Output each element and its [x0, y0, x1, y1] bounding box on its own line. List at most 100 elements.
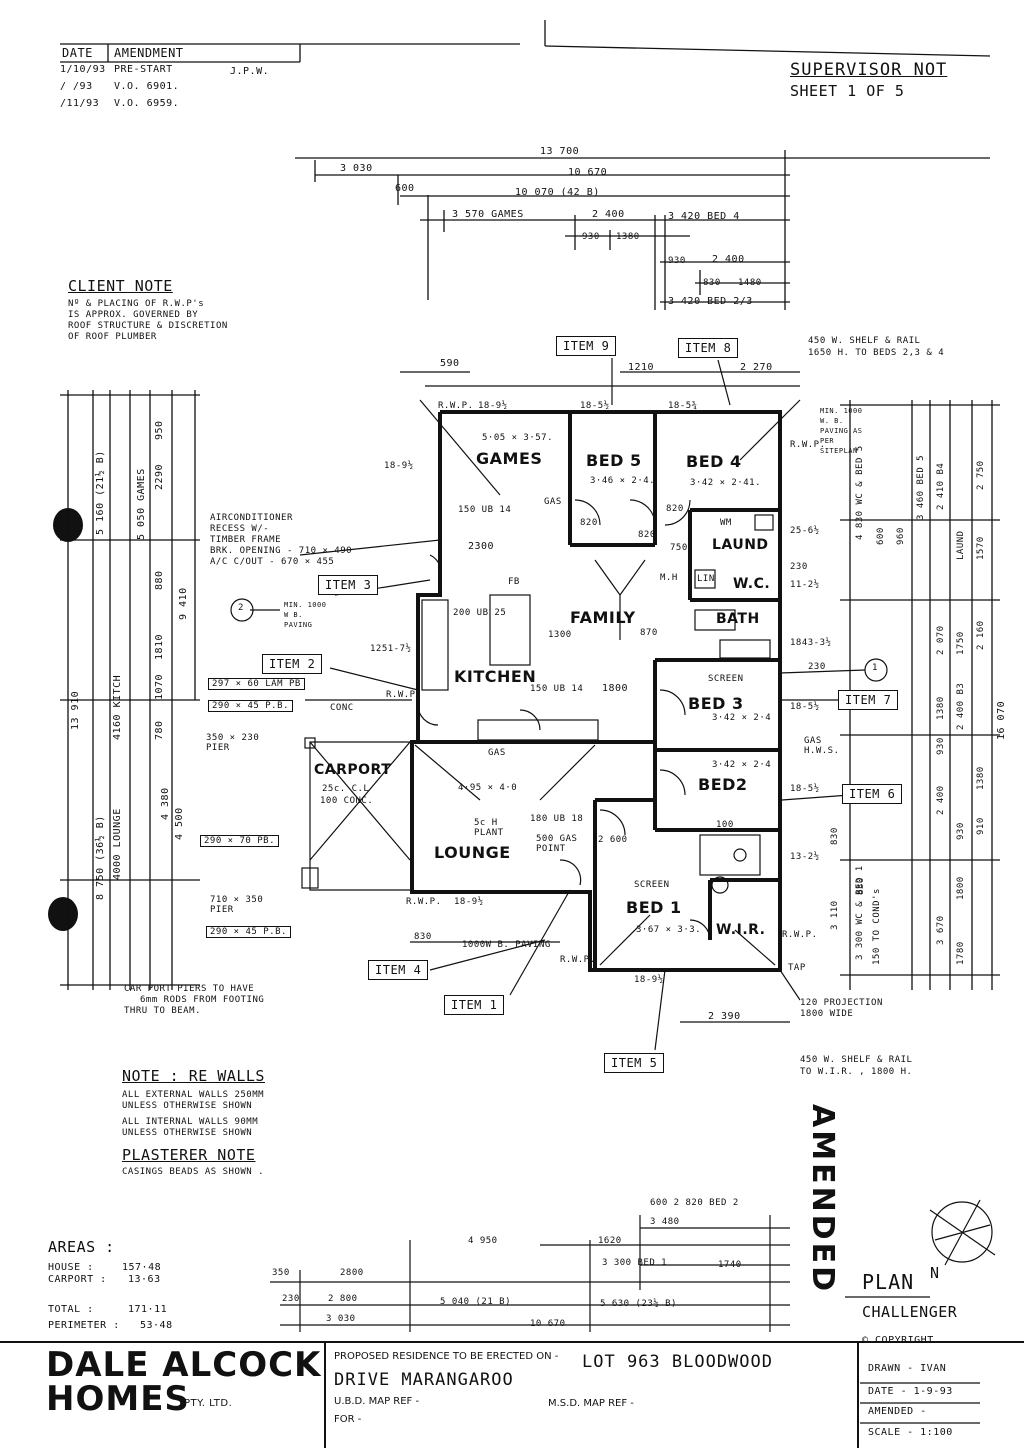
amend-row-3-date: /11/93	[60, 98, 100, 109]
amend-row-1-initials: J.P.W.	[230, 66, 270, 77]
area-total-label: TOTAL :	[48, 1304, 94, 1315]
side-dim-left: 4000 LOUNGE	[112, 808, 123, 880]
lin-label: LIN	[697, 574, 715, 584]
room-family: FAMILY	[570, 608, 636, 627]
bottom-dim: 5 630 (23½ B)	[600, 1299, 677, 1309]
mh-label: M.H	[660, 573, 678, 583]
plan-model: CHALLENGER	[862, 1303, 958, 1321]
rwp-label-5: R.W.P.	[790, 440, 826, 450]
side-dim-right: 2 400	[936, 785, 946, 815]
amend-row-1-text: PRE-START	[114, 64, 173, 75]
area-house-value: 157·48	[122, 1262, 162, 1273]
side-dim-right: 1380	[976, 766, 986, 790]
side-dim-right: LAUND	[956, 530, 966, 560]
room-bed1: BED 1	[626, 898, 682, 917]
dim-10670-top: 10 670	[568, 167, 608, 178]
amended-stamp: AMENDED	[805, 1104, 840, 1294]
client-note-line: IS APPROX. GOVERNED BY	[68, 310, 199, 320]
tap-label: TAP	[788, 963, 806, 973]
dim-3030-top: 3 030	[340, 163, 373, 174]
rwp-label: R.W.P.	[386, 690, 422, 700]
ub-beam-2: 150 UB 14	[530, 684, 584, 694]
rwp-label-4: R.W.P.	[782, 930, 818, 940]
area-perimeter-label: PERIMETER :	[48, 1320, 120, 1331]
dim-590: 590	[440, 358, 460, 369]
amend-row-2-text: V.O. 6901.	[114, 81, 180, 92]
side-dim-left: 13 910	[70, 690, 81, 730]
fb-label: FB	[508, 577, 520, 587]
side-dim-left: 780	[154, 720, 165, 740]
dim-820: 820	[638, 530, 656, 540]
walls-note-line: ALL INTERNAL WALLS 90MM	[122, 1117, 259, 1127]
walls-note-line: UNLESS OTHERWISE SHOWN	[122, 1128, 253, 1138]
projection-note: 120 PROJECTION	[800, 998, 883, 1008]
side-dim-left: 8 750 (36½ B)	[95, 815, 106, 900]
gas-point-label: 500 GAS POINT	[536, 834, 578, 854]
side-dim-right: 16 070	[996, 700, 1007, 740]
area-carport-label: CARPORT :	[48, 1274, 107, 1285]
dim-820: 820	[580, 518, 598, 528]
room-bed4: BED 4	[686, 452, 742, 471]
wm-label: WM	[720, 518, 732, 528]
carport-cl: 25c. C.L	[322, 784, 370, 794]
item-8-label: ITEM 8	[678, 338, 739, 358]
side-dim-right: 2 400 B3	[956, 682, 966, 730]
wall-mark: 25-6½	[790, 526, 820, 536]
side-dim-left: 9 410	[178, 587, 189, 620]
lot-address: LOT 963 BLOODWOOD	[582, 1352, 773, 1372]
dim-10070: 10 070 (42 B)	[515, 187, 600, 198]
side-dim-left: 1070	[154, 673, 165, 700]
side-dim-right: 1750	[956, 631, 966, 655]
wall-mark: 230	[790, 562, 808, 572]
bottom-dim: 600 2 820 BED 2	[650, 1198, 739, 1208]
gas-label-2: GAS	[488, 748, 506, 758]
bottom-dim: 230	[282, 1294, 300, 1304]
wall-mark: 18-9½	[384, 461, 414, 471]
dim-1300: 1300	[548, 630, 572, 640]
wall-mark: 1843-3½	[790, 638, 832, 648]
company-name-line1: DALE ALCOCK	[46, 1345, 322, 1385]
wall-mark: 18-9½	[634, 975, 664, 985]
room-bath: BATH	[716, 611, 760, 627]
bed1-size: 3·67 × 3·3.	[636, 925, 702, 935]
room-lounge: LOUNGE	[434, 843, 511, 862]
room-laund: LAUND	[712, 537, 769, 553]
wall-mark: 18-5¾	[668, 401, 698, 411]
dim-1380-a: 1380	[616, 232, 640, 242]
side-dim-right: 3 460 BED 5	[916, 454, 926, 520]
pb-beam-2: 290 × 70 PB.	[200, 835, 280, 847]
scale-field: SCALE - 1:100	[868, 1427, 953, 1438]
dim-870: 870	[640, 628, 658, 638]
areas-title: AREAS :	[48, 1238, 115, 1256]
carport-piers-note: 6mm RODS FROM FOOTING	[140, 995, 265, 1005]
copyright: © COPYRIGHT	[862, 1335, 934, 1346]
wall-mark: 18-5½	[790, 702, 820, 712]
amend-header-date: DATE	[62, 46, 93, 60]
room-wc: W.C.	[733, 576, 771, 592]
carport-piers-note: THRU TO BEAM.	[124, 1006, 201, 1016]
dim-bed23: 3 420 BED 2/3	[668, 296, 753, 307]
rwp-label-6: R.W.P.	[438, 401, 474, 411]
wall-mark: 18-9½	[454, 897, 484, 907]
aircon-note: AIRCONDITIONER	[210, 513, 293, 523]
street-address: DRIVE MARANGAROO	[334, 1370, 514, 1390]
aircon-note: RECESS W/-	[210, 524, 270, 534]
min-bpaving-note: MIN. 1000 W B. PAVING	[284, 601, 327, 629]
supervisor-note: SUPERVISOR NOT	[790, 60, 948, 80]
side-dim-right: 3 110	[830, 900, 840, 930]
dim-750: 750	[670, 543, 688, 553]
side-dim-right: 600	[876, 527, 886, 545]
pb-beam-1: 290 × 45 P.B.	[208, 700, 293, 712]
item-6-label: ITEM 6	[842, 784, 903, 804]
circle-marker-2: 2	[238, 603, 244, 613]
company-pty: PTY. LTD.	[184, 1398, 233, 1409]
plasterer-note-line: CASINGS BEADS AS SHOWN .	[122, 1167, 265, 1177]
side-dim-right: 1570	[976, 536, 986, 560]
side-dim-right: 3 670	[936, 915, 946, 945]
min-paving-note: MIN. 1000 W. B. PAVING AS PER SITEPLAN	[820, 407, 863, 455]
bottom-dim: 3 300 BED 1	[602, 1258, 668, 1268]
side-dim-left: 880	[154, 570, 165, 590]
dim-2390: 2 390	[708, 1011, 741, 1022]
side-dim-left: 4160 KITCH	[112, 674, 123, 740]
